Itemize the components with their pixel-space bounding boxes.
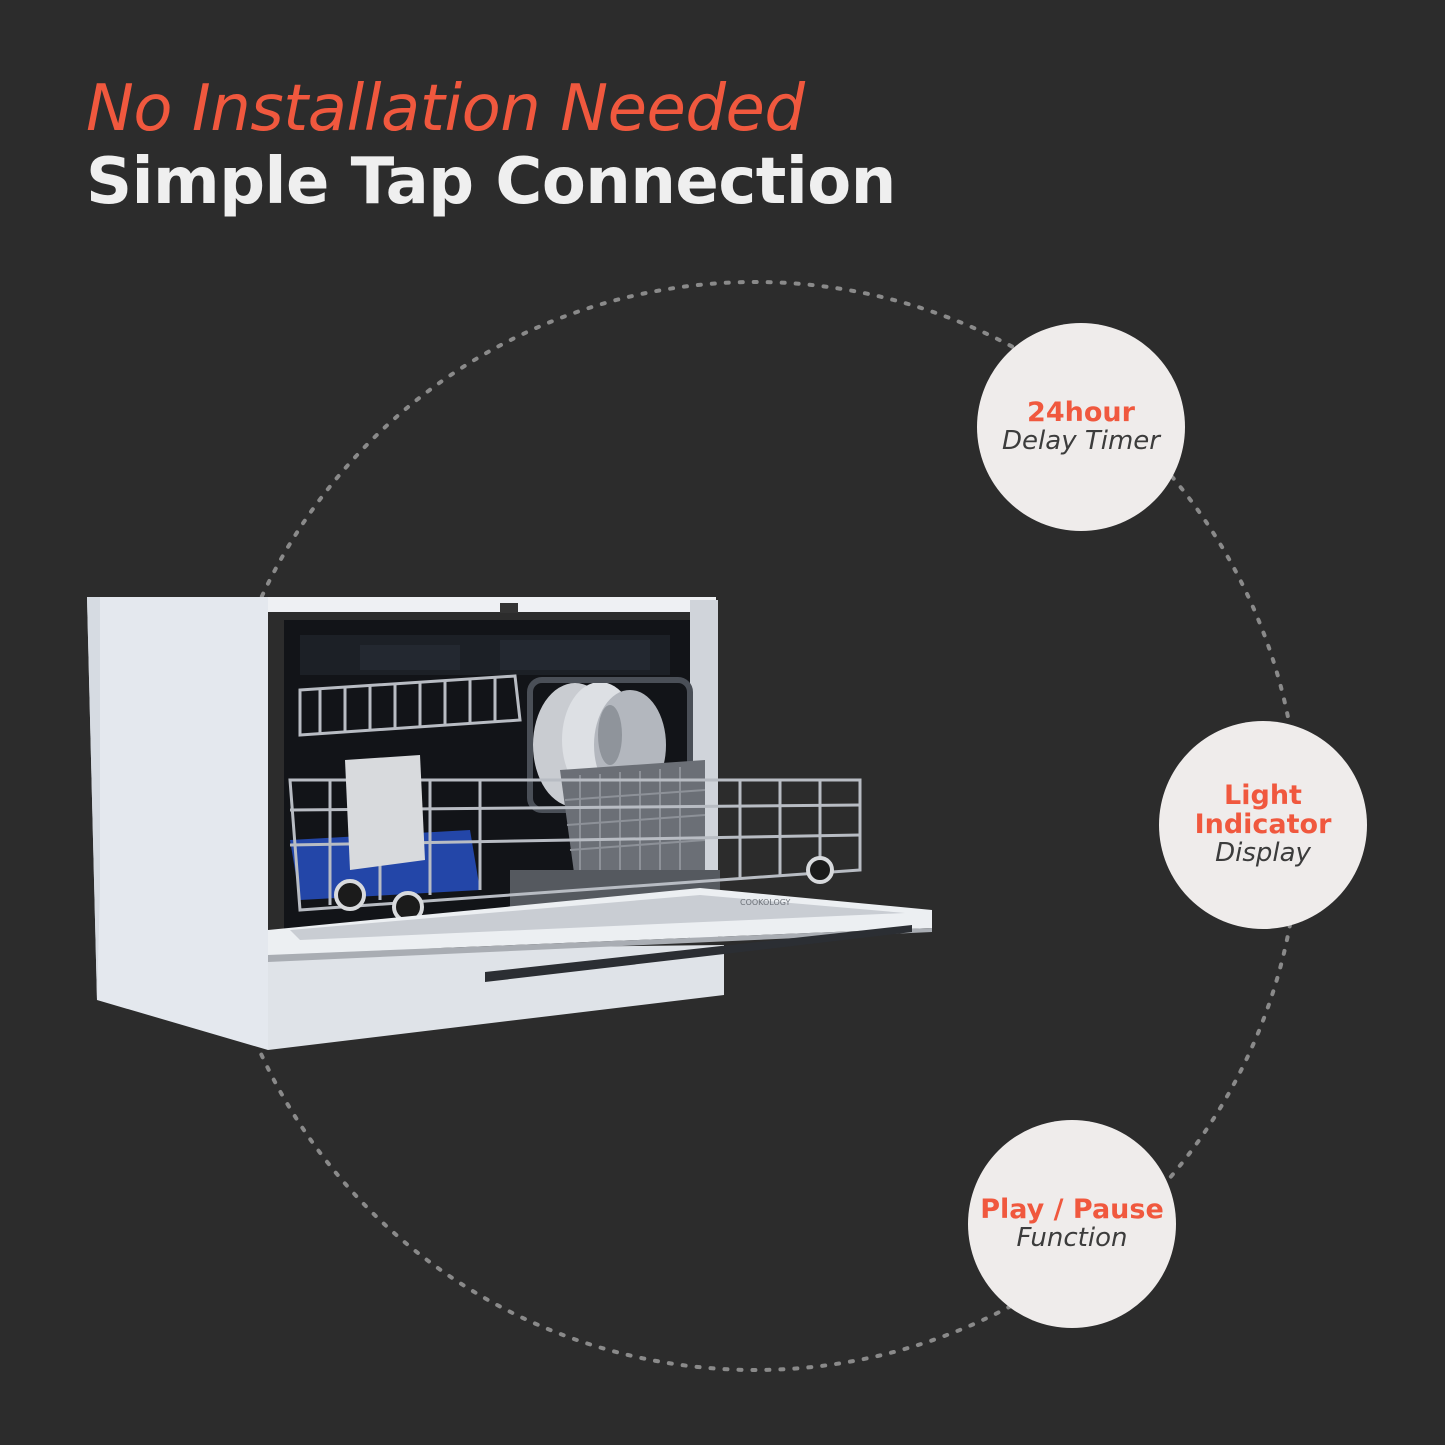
feature-delay-timer: 24hour Delay Timer bbox=[977, 323, 1185, 531]
feature-highlight: Play / Pause bbox=[980, 1193, 1164, 1225]
feature-highlight-line-1: Light bbox=[1224, 780, 1302, 812]
headline-line-1: No Installation Needed bbox=[86, 72, 805, 146]
feature-highlight-line-2: Indicator bbox=[1194, 808, 1332, 840]
dishwasher: COOKOLOGY bbox=[87, 597, 932, 1050]
headline-line-2: Simple Tap Connection bbox=[86, 145, 896, 220]
feature-play-pause: Play / Pause Function bbox=[968, 1120, 1176, 1328]
feature-light-indicator: Light Indicator Display bbox=[1159, 721, 1367, 929]
feature-subtitle: Function bbox=[1016, 1222, 1128, 1253]
feature-subtitle: Display bbox=[1215, 838, 1311, 869]
feature-highlight: 24hour bbox=[1027, 396, 1135, 428]
headline: No Installation Needed Simple Tap Connec… bbox=[86, 72, 896, 220]
brand-label: COOKOLOGY bbox=[740, 898, 791, 907]
dishwasher-side bbox=[87, 597, 268, 1050]
feature-subtitle: Delay Timer bbox=[1002, 425, 1160, 456]
